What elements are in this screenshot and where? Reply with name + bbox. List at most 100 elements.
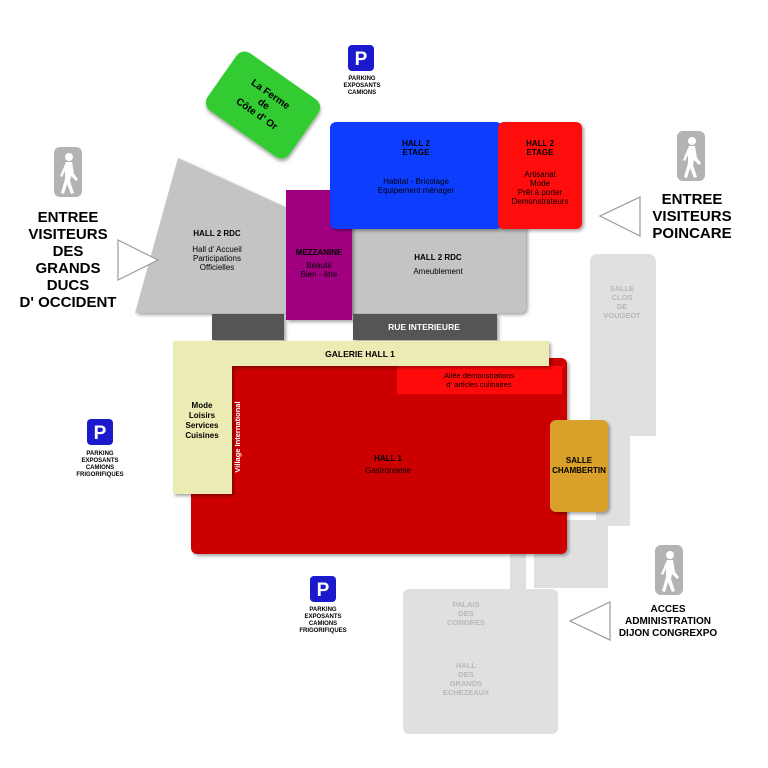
parking-top-label: PARKING EXPOSANTS CAMIONS bbox=[343, 76, 380, 96]
pedestrian-left-icon bbox=[54, 147, 82, 197]
entrance-admin-arrow-icon[interactable] bbox=[568, 601, 611, 641]
svg-text:CHAMBERTIN: CHAMBERTIN bbox=[552, 466, 606, 475]
la-ferme-block[interactable] bbox=[202, 48, 324, 163]
svg-text:FRIGORIFIQUES: FRIGORIFIQUES bbox=[76, 472, 123, 478]
svg-text:SALLE: SALLE bbox=[566, 456, 593, 465]
allee-demonstrations-block[interactable] bbox=[397, 366, 562, 394]
entrance-left-label: ENTREE VISITEURS DES GRANDS DUCS D' OCCI… bbox=[20, 209, 117, 311]
svg-text:HALL 2 RDC: HALL 2 RDC bbox=[193, 229, 241, 238]
svg-text:EXPOSANTS: EXPOSANTS bbox=[304, 614, 341, 620]
salle-clos-label: SALLE CLOS DE VOUGEOT bbox=[603, 284, 641, 320]
hall-2-etage-blue-label: HALL 2 ETAGE Habitat - Bricolage Equipem… bbox=[378, 139, 455, 195]
svg-text:Ameublement: Ameublement bbox=[413, 267, 463, 276]
svg-text:Loisirs: Loisirs bbox=[189, 411, 216, 420]
parking-top-icon: P bbox=[348, 45, 374, 71]
svg-text:CLOS: CLOS bbox=[612, 293, 633, 302]
svg-text:CAMIONS: CAMIONS bbox=[86, 465, 114, 471]
entrance-admin-label: ACCES ADMINISTRATION DIJON CONGREXPO bbox=[619, 604, 718, 639]
svg-text:PARKING: PARKING bbox=[309, 607, 337, 613]
svg-text:PALAIS: PALAIS bbox=[453, 600, 480, 609]
galerie-hall-1-label: GALERIE HALL 1 bbox=[325, 349, 395, 359]
svg-text:DIJON CONGREXPO: DIJON CONGREXPO bbox=[619, 628, 718, 639]
hall-2-rdc-left-label: HALL 2 RDC Hall d' Accueil Participation… bbox=[192, 229, 242, 272]
svg-text:FRIGORIFIQUES: FRIGORIFIQUES bbox=[299, 628, 346, 634]
svg-text:d' articles culinaires: d' articles culinaires bbox=[446, 380, 511, 389]
entrance-right-label: ENTREE VISITEURS POINCARE bbox=[652, 191, 731, 242]
svg-text:EXPOSANTS: EXPOSANTS bbox=[81, 458, 118, 464]
svg-text:Allée démonstrations: Allée démonstrations bbox=[444, 371, 514, 380]
svg-text:Services: Services bbox=[186, 421, 219, 430]
village-international-label: Village International bbox=[233, 401, 242, 472]
palais-des-congres-label: PALAIS DES CONGRES bbox=[447, 600, 485, 627]
svg-text:EXPOSANTS: EXPOSANTS bbox=[343, 83, 380, 89]
svg-text:ENTREE: ENTREE bbox=[38, 209, 99, 226]
svg-text:ADMINISTRATION: ADMINISTRATION bbox=[625, 616, 711, 627]
svg-text:PARKING: PARKING bbox=[348, 76, 376, 82]
galerie-hall-1-block[interactable] bbox=[173, 341, 549, 494]
hall-2-rdc-right-label: HALL 2 RDC Ameublement bbox=[413, 253, 463, 276]
svg-text:MEZZANINE: MEZZANINE bbox=[296, 248, 343, 257]
svg-text:Officielles: Officielles bbox=[200, 263, 235, 272]
parking-left-icon: P bbox=[87, 419, 113, 445]
svg-text:Artisanat: Artisanat bbox=[524, 170, 556, 179]
svg-text:PARKING: PARKING bbox=[86, 451, 114, 457]
hall-2-etage-red[interactable] bbox=[498, 122, 582, 229]
hall-1-block[interactable] bbox=[191, 358, 567, 554]
svg-text:Equipement ménager: Equipement ménager bbox=[378, 186, 455, 195]
pedestrian-admin-icon bbox=[655, 545, 683, 595]
svg-text:Beauté: Beauté bbox=[306, 261, 332, 270]
svg-text:DES: DES bbox=[458, 670, 473, 679]
salle-chambertin-label: SALLE CHAMBERTIN bbox=[552, 456, 606, 475]
allee-label: Allée démonstrations d' articles culinai… bbox=[444, 371, 514, 389]
svg-text:DES: DES bbox=[458, 609, 473, 618]
svg-text:Bien - être: Bien - être bbox=[301, 270, 338, 279]
mezzanine-label: MEZZANINE Beauté Bien - être bbox=[296, 248, 343, 279]
mode-loisirs-label: Mode Loisirs Services Cuisines bbox=[185, 401, 219, 440]
svg-text:POINCARE: POINCARE bbox=[652, 225, 731, 242]
hall-2-rdc-left[interactable] bbox=[135, 158, 292, 313]
svg-text:HALL 2 RDC: HALL 2 RDC bbox=[414, 253, 462, 262]
entrance-left-arrow-icon[interactable] bbox=[117, 239, 160, 281]
svg-text:ETAGE: ETAGE bbox=[527, 148, 555, 157]
hall-des-grands-echezeaux-label: HALL DES GRANDS ECHEZEAUX bbox=[443, 661, 489, 697]
svg-text:GRANDS: GRANDS bbox=[35, 260, 100, 277]
svg-text:VOUGEOT: VOUGEOT bbox=[603, 311, 641, 320]
svg-text:Hall d' Accueil: Hall d' Accueil bbox=[192, 245, 242, 254]
svg-text:D' OCCIDENT: D' OCCIDENT bbox=[20, 294, 117, 311]
connector-narrow bbox=[510, 548, 526, 590]
svg-text:Mode: Mode bbox=[192, 401, 213, 410]
parking-bottom-icon: P bbox=[310, 576, 336, 602]
svg-text:HALL 1: HALL 1 bbox=[374, 454, 402, 463]
svg-text:Demonstrateurs: Demonstrateurs bbox=[512, 197, 569, 206]
svg-text:Gastronomie: Gastronomie bbox=[365, 466, 411, 475]
svg-text:ENTREE: ENTREE bbox=[662, 191, 723, 208]
svg-text:CONGRES: CONGRES bbox=[447, 618, 485, 627]
svg-text:ACCES: ACCES bbox=[650, 604, 685, 615]
svg-text:Prêt à porter: Prêt à porter bbox=[518, 188, 563, 197]
svg-text:DE: DE bbox=[617, 302, 627, 311]
rue-interieure-label: RUE INTERIEURE bbox=[388, 322, 460, 332]
svg-text:Cuisines: Cuisines bbox=[185, 431, 219, 440]
svg-text:VISITEURS: VISITEURS bbox=[28, 226, 107, 243]
svg-text:P: P bbox=[317, 580, 330, 601]
svg-text:DES: DES bbox=[53, 243, 84, 260]
svg-text:Habitat - Bricolage: Habitat - Bricolage bbox=[383, 177, 449, 186]
svg-text:GRANDS: GRANDS bbox=[450, 679, 483, 688]
entrance-right-arrow-icon[interactable] bbox=[598, 196, 641, 237]
palais-des-congres-area[interactable] bbox=[403, 589, 558, 734]
hall-2-etage-red-label: HALL 2 ETAGE Artisanat Mode Prêt à porte… bbox=[512, 139, 569, 206]
svg-text:ETAGE: ETAGE bbox=[403, 148, 431, 157]
svg-text:ECHEZEAUX: ECHEZEAUX bbox=[443, 688, 489, 697]
svg-text:VISITEURS: VISITEURS bbox=[652, 208, 731, 225]
svg-text:DUCS: DUCS bbox=[47, 277, 90, 294]
svg-text:P: P bbox=[94, 423, 107, 444]
pedestrian-right-icon bbox=[677, 131, 705, 181]
hall-2-etage-blue[interactable] bbox=[330, 122, 502, 229]
svg-text:HALL: HALL bbox=[456, 661, 476, 670]
salle-chambertin-block[interactable] bbox=[550, 420, 608, 512]
svg-text:Participations: Participations bbox=[193, 254, 241, 263]
svg-text:SALLE: SALLE bbox=[610, 284, 635, 293]
parking-left-label: PARKING EXPOSANTS CAMIONS FRIGORIFIQUES bbox=[76, 451, 123, 478]
rue-interieure-block[interactable] bbox=[353, 314, 497, 340]
